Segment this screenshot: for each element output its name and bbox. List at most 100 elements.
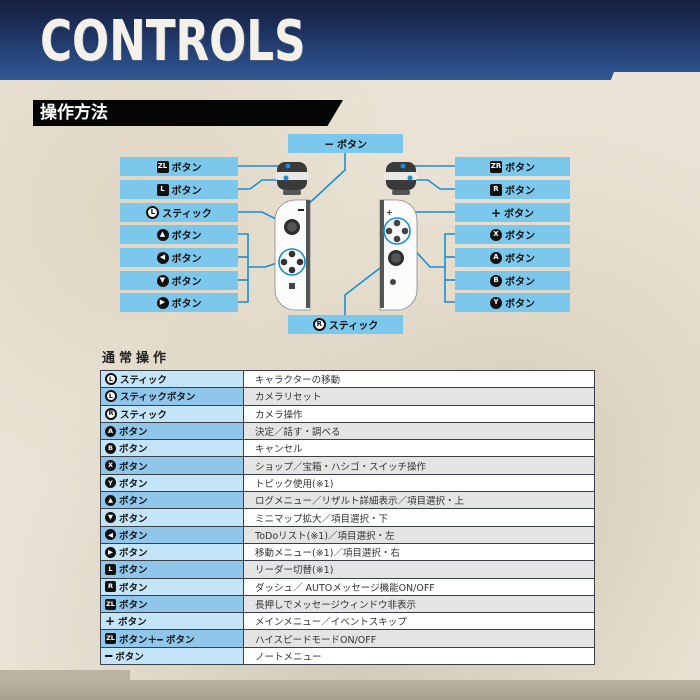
control-key-label: スティック (120, 375, 167, 387)
button-icon: ◀ (105, 529, 116, 541)
control-key-label: ボタン (119, 444, 148, 456)
button-icon: Y (105, 477, 116, 489)
button-icon: L (105, 563, 116, 575)
control-key-label: ボタン (119, 582, 148, 594)
table-row: ◀ボタン ToDoリスト(※1)／項目選択・左 (100, 525, 595, 544)
control-key-cell: ▼ボタン (100, 508, 244, 527)
button-icon: ▼ (105, 512, 116, 524)
zr-button-icon: ZR (490, 160, 502, 173)
control-key-label: ボタン (119, 530, 148, 542)
label-minus-button: − ボタン (288, 134, 403, 153)
control-action-cell: 決定／話す・調べる (243, 421, 595, 440)
right-joycon: + (379, 199, 418, 311)
label-right-button: ▶ ボタン (120, 293, 238, 312)
label-zr-button: ZR ボタン (455, 157, 570, 176)
button-icon: ZL (105, 598, 116, 610)
label-down-button: ▼ ボタン (120, 271, 238, 290)
control-action-cell: カメラ操作 (243, 404, 595, 423)
control-action-cell: ToDoリスト(※1)／項目選択・左 (243, 525, 595, 544)
control-action-cell: 移動メニュー(※1)／項目選択・右 (243, 542, 595, 561)
l-button-icon: L (156, 183, 169, 196)
control-action-cell: ログメニュー／リザルト詳細表示／項目選択・上 (243, 491, 595, 509)
table-title: 通常操作 (102, 351, 171, 366)
control-action-cell: ショップ／宝箱・ハシゴ・スイッチ操作 (243, 456, 595, 475)
control-action-cell: ハイスピードモードON/OFF (243, 629, 595, 648)
label-left-button: ◀ ボタン (120, 248, 238, 267)
up-button-icon: ▲ (156, 228, 169, 241)
button-icon: ▶ (105, 546, 116, 558)
label-l-button: L ボタン (120, 180, 238, 199)
label-plus-button: + ボタン (455, 203, 570, 222)
control-key-label: ボタン (119, 513, 148, 525)
control-key-label: ボタン (119, 461, 148, 473)
label-y-button: Y ボタン (455, 293, 570, 312)
left-joycon-shoulder (275, 162, 309, 195)
button-icon: X (105, 460, 116, 472)
control-key-label: ボタン (119, 565, 148, 577)
button-icon: + (105, 614, 116, 629)
control-action-cell: カメラリセット (243, 387, 595, 406)
control-action-cell: メインメニュー／イベントスキップ (243, 612, 595, 630)
label-r-button: R ボタン (455, 180, 570, 199)
control-key-label: ボタン (119, 548, 148, 560)
section-title: 操作方法 (40, 103, 108, 123)
button-icon: L (105, 373, 117, 386)
control-key-label: ボタン (119, 427, 148, 439)
control-action-cell: 長押しでメッセージウィンドウ非表示 (243, 594, 595, 613)
plus-icon: + (490, 205, 502, 220)
label-b-button: B ボタン (455, 271, 570, 290)
label-a-button: A ボタン (455, 248, 570, 267)
control-key-label: スティックボタン (120, 392, 196, 404)
button-icon: ━ (105, 648, 113, 663)
control-key-cell: ▲ボタン (100, 491, 244, 509)
right-joycon-shoulder (384, 162, 418, 195)
control-key-label: スティック (120, 409, 167, 421)
r-stick-icon: R (312, 318, 326, 331)
label-zl-button: ZL ボタン (120, 157, 238, 176)
control-action-cell: ノートメニュー (243, 646, 595, 665)
button-icon: ZL (105, 633, 116, 645)
table-row: ▲ボタンログメニュー／リザルト詳細表示／項目選択・上 (100, 491, 595, 509)
zl-button-icon: ZL (156, 160, 169, 173)
button-icon: R (105, 581, 116, 593)
control-key-cell: +ボタン (100, 612, 244, 630)
control-action-cell: キャンセル (243, 439, 595, 457)
section-bar (33, 100, 343, 126)
button-icon: ▲ (105, 494, 116, 506)
control-action-cell: ダッシュ／ AUTOメッセージ機能ON/OFF (243, 577, 595, 596)
left-joycon (274, 199, 311, 311)
down-button-icon: ▼ (156, 274, 169, 287)
control-action-cell: トピック使用(※1) (243, 473, 595, 492)
b-button-icon: B (490, 274, 502, 287)
control-key-label: ボタン (119, 496, 148, 508)
control-key-label: ボタン (115, 651, 144, 663)
control-key-cell: ▶ボタン (100, 542, 244, 561)
a-button-icon: A (490, 251, 502, 264)
minus-icon: − (323, 136, 335, 151)
header-notch (610, 72, 700, 82)
right-button-icon: ▶ (156, 296, 169, 309)
table-row: ▼ボタンミニマップ拡大／項目選択・下 (100, 508, 595, 527)
table-row: +ボタンメインメニュー／イベントスキップ (100, 612, 595, 630)
x-button-icon: X (490, 228, 502, 241)
header-banner: CONTROLS (0, 0, 700, 80)
